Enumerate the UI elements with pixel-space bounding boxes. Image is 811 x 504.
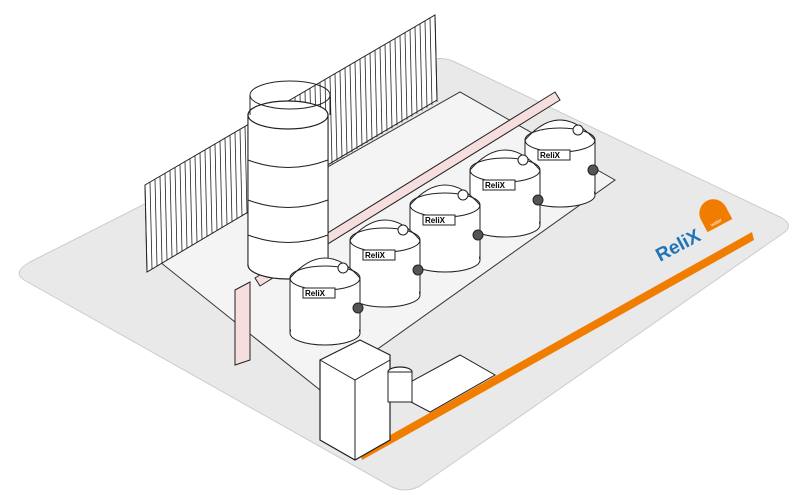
tank-label: ReliX <box>485 181 506 190</box>
sump-box <box>319 339 497 461</box>
platform-stripe <box>360 232 754 460</box>
filter-tank: ReliX <box>289 257 364 346</box>
tank-label: ReliX <box>540 151 561 160</box>
tank-label: ReliX <box>365 251 386 260</box>
tank-label: ReliX <box>305 289 326 298</box>
storage-column-tank <box>247 80 331 280</box>
lower-pipe <box>234 281 251 366</box>
main-pipe <box>254 91 561 287</box>
filter-tank: ReliX <box>349 219 424 308</box>
tank-label: ReliX <box>425 216 446 225</box>
logo-sub-text: water <box>710 217 724 228</box>
filter-tank: ReliX <box>469 149 544 238</box>
filter-tank: ReliX <box>409 184 484 273</box>
